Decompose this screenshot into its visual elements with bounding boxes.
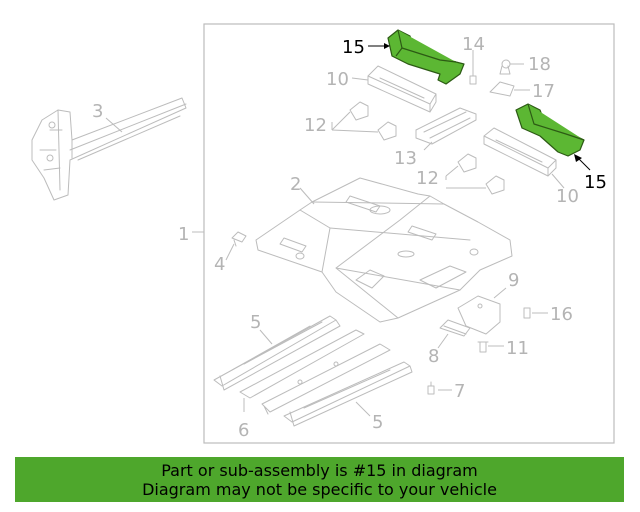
callout-6: 6 (238, 420, 249, 441)
info-banner: Part or sub-assembly is #15 in diagram D… (15, 457, 624, 502)
part-11-bolt[interactable] (477, 341, 489, 353)
part-4-clip[interactable] (231, 231, 247, 247)
part-5-rocker-rail-lower[interactable] (283, 361, 413, 427)
parts-diagram: 1 2 3 4 5 5 6 7 8 9 10 10 11 12 12 13 14… (31, 23, 615, 444)
part-15-bracket-lower[interactable] (515, 103, 585, 157)
part-15-bracket-upper[interactable] (387, 29, 465, 85)
callout-13: 13 (394, 148, 417, 169)
callout-7: 7 (454, 381, 465, 402)
part-14-stud[interactable] (469, 55, 477, 85)
part-7-bolt[interactable] (427, 381, 435, 395)
callout-15-lower: 15 (584, 172, 607, 193)
assembly-frame (203, 23, 615, 444)
part-17-clip[interactable] (489, 81, 515, 97)
part-13-center-member[interactable] (415, 107, 477, 145)
part-12-brackets-lower[interactable] (457, 153, 505, 195)
callout-12-lower: 12 (416, 168, 439, 189)
callout-10-upper: 10 (326, 69, 349, 90)
part-18-nut[interactable] (499, 59, 511, 75)
callout-14: 14 (462, 34, 485, 55)
part-3-side-panel[interactable] (31, 97, 187, 201)
callout-8: 8 (428, 346, 439, 367)
callout-4: 4 (214, 254, 225, 275)
part-16-bolt[interactable] (523, 307, 531, 319)
part-9-plate[interactable] (457, 295, 501, 335)
part-12-brackets-upper[interactable] (349, 101, 397, 141)
callout-5-upper: 5 (250, 312, 261, 333)
part-15-arrows (368, 43, 591, 171)
callout-2: 2 (290, 174, 301, 195)
callout-18: 18 (528, 54, 551, 75)
callout-5-lower: 5 (372, 412, 383, 433)
callout-3: 3 (92, 101, 103, 122)
callout-10-lower: 10 (556, 186, 579, 207)
callout-12-upper: 12 (304, 115, 327, 136)
banner-line-1: Part or sub-assembly is #15 in diagram (161, 460, 478, 480)
leader-lines (105, 50, 565, 417)
callout-15-upper: 15 (342, 37, 365, 58)
part-10-crossmember-lower[interactable] (483, 127, 557, 177)
callout-16: 16 (550, 304, 573, 325)
part-6-inner-rail[interactable] (239, 329, 391, 415)
callout-11: 11 (506, 338, 529, 359)
part-5-rocker-rail-upper[interactable] (213, 315, 341, 391)
part-8-bracket[interactable] (439, 319, 471, 337)
callout-1: 1 (178, 224, 189, 245)
callout-9: 9 (508, 270, 519, 291)
callout-17: 17 (532, 81, 555, 102)
part-10-crossmember-upper[interactable] (367, 65, 437, 113)
banner-line-2: Diagram may not be specific to your vehi… (142, 479, 497, 499)
part-2-floor-pan[interactable] (255, 177, 513, 323)
